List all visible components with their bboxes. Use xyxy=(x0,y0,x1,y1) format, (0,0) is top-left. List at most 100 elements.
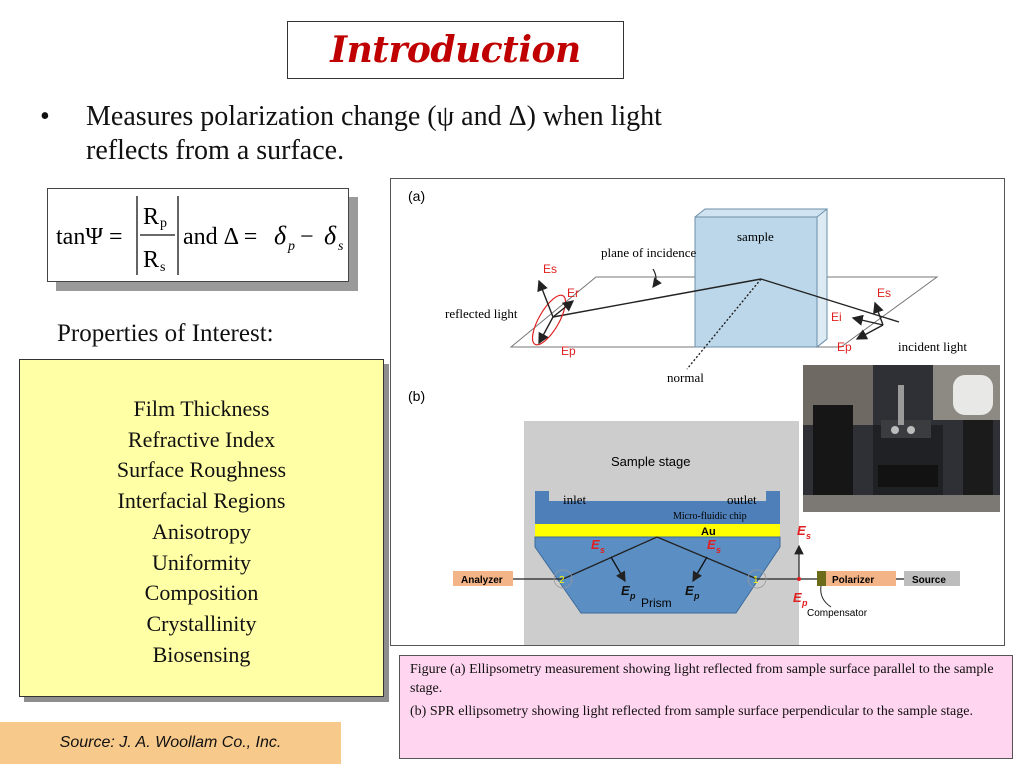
slide-title: Introduction xyxy=(330,29,581,71)
properties-heading: Properties of Interest: xyxy=(57,320,274,347)
polarizer-label: Polarizer xyxy=(832,575,874,586)
property-item: Anisotropy xyxy=(152,518,251,544)
property-item: Film Thickness xyxy=(133,396,270,421)
ep-sub-polarizer: p xyxy=(801,598,808,608)
formula-denominator: R xyxy=(143,247,159,273)
interface-marker-1 xyxy=(747,569,767,589)
source-box: Source: J. A. Woollam Co., Inc. xyxy=(0,722,341,764)
normal-line xyxy=(686,278,762,370)
beam-reflected-in-prism xyxy=(562,536,658,580)
bullet-dot-icon: • xyxy=(40,101,50,132)
es-arrow-right xyxy=(873,301,884,326)
ep-dot-polarizer xyxy=(797,577,801,581)
ep-arrow-prism-left xyxy=(610,556,626,583)
ellipsometer-photo-drawing xyxy=(803,365,1000,512)
figure-diagram: (a) sample plane of incidence reflected … xyxy=(408,188,967,645)
prism-label: Prism xyxy=(641,596,672,610)
compensator-label: Compensator xyxy=(807,608,868,619)
source-text: Source: J. A. Woollam Co., Inc. xyxy=(59,734,282,751)
formula-box: tanΨ = R p R s and Δ = δ p − δ s xyxy=(47,188,349,282)
marker-1-label: 1 xyxy=(753,575,759,586)
es-label-prism-left: E xyxy=(591,537,600,552)
normal-label: normal xyxy=(667,370,704,385)
es-label-left: Es xyxy=(543,262,557,276)
bullet-text: Measures polarization change (ψ and Δ) w… xyxy=(86,101,662,166)
property-item: Crystallinity xyxy=(146,610,257,636)
marker-2-label: 2 xyxy=(559,575,565,586)
source-block xyxy=(904,571,960,586)
properties-list: Film Thickness Refractive Index Surface … xyxy=(20,394,383,670)
formula-delta-p: δ xyxy=(274,221,287,250)
prism-shape xyxy=(534,536,781,614)
panel-b-tag: (b) xyxy=(408,388,425,404)
compensator-block xyxy=(817,571,826,586)
reflected-label: reflected light xyxy=(445,306,518,321)
ep-arrow-left xyxy=(538,316,554,345)
property-item: Surface Roughness xyxy=(116,457,287,483)
sample-label: sample xyxy=(737,229,774,244)
property-item: Interfacial Regions xyxy=(117,488,286,514)
es-label-polarizer: E xyxy=(797,523,806,538)
polarization-ellipse xyxy=(531,294,567,346)
ep-label-left: Ep xyxy=(561,344,576,358)
outlet-label: outlet xyxy=(727,492,757,507)
sample-block xyxy=(694,207,828,349)
property-item: Refractive Index xyxy=(127,426,276,452)
ep-arrow-prism-right xyxy=(692,556,708,583)
compensator-pointer xyxy=(820,585,832,608)
caption-part-a: Figure (a) Ellipsometry measurement show… xyxy=(410,662,994,696)
stage-label: Sample stage xyxy=(611,454,691,469)
ep-label-right: Ep xyxy=(837,340,852,354)
property-item: Composition xyxy=(144,580,259,606)
reflected-beam xyxy=(552,278,762,318)
properties-box: Film Thickness Refractive Index Surface … xyxy=(19,359,384,697)
ei-arrow xyxy=(851,314,884,326)
es-sub-polarizer: s xyxy=(806,531,811,541)
es-sub-prism-right: s xyxy=(716,545,721,555)
es-sub-prism-left: s xyxy=(600,545,605,555)
formula-delta-s: δ xyxy=(324,221,337,250)
ep-label-prism-right: E xyxy=(685,583,694,598)
source-label: Source xyxy=(912,575,946,586)
formula-sub-s: s xyxy=(338,239,344,254)
es-arrow-left xyxy=(537,279,554,318)
incident-beam xyxy=(760,278,900,323)
plane-pointer-arrow xyxy=(652,268,662,288)
formula-numerator-sub: p xyxy=(160,216,167,231)
formula-numerator: R xyxy=(143,204,159,230)
formula-lhs: tanΨ = xyxy=(56,224,123,250)
formula-sub-p: p xyxy=(287,239,295,254)
ei-label: Ei xyxy=(831,310,842,324)
analyzer-label: Analyzer xyxy=(461,575,503,586)
interface-marker-2 xyxy=(553,569,573,589)
analyzer-block xyxy=(453,571,513,586)
er-arrow xyxy=(552,300,575,318)
formula-svg: tanΨ = R p R s and Δ = δ p − δ s xyxy=(56,196,344,275)
ellipsometer-photo xyxy=(803,365,1000,512)
panel-a-tag: (a) xyxy=(408,188,425,204)
property-item: Biosensing xyxy=(152,641,251,667)
polarizer-block xyxy=(826,571,896,586)
ep-arrow-right xyxy=(855,324,884,340)
ep-label-prism-left: E xyxy=(621,583,630,598)
chip-label: Micro-fluidic chip xyxy=(673,511,747,522)
plane-label: plane of incidence xyxy=(601,245,697,260)
caption-part-b: (b) SPR ellipsometry showing light refle… xyxy=(410,704,973,719)
microfluidic-chip xyxy=(535,491,780,524)
property-item: Uniformity xyxy=(152,549,251,575)
incident-label: incident light xyxy=(898,339,967,354)
gold-label: Au xyxy=(701,526,716,538)
es-label-right: Es xyxy=(877,286,891,300)
formula-connector: and Δ = xyxy=(183,224,263,250)
er-label: Er xyxy=(567,286,579,300)
formula-minus: − xyxy=(294,224,320,250)
ep-label-polarizer: E xyxy=(793,590,802,605)
formula-denominator-sub: s xyxy=(160,260,165,275)
ep-sub-prism-left: p xyxy=(629,591,636,601)
title-box: Introduction xyxy=(287,21,624,79)
ep-sub-prism-right: p xyxy=(693,591,700,601)
figure-caption: Figure (a) Ellipsometry measurement show… xyxy=(399,655,1013,759)
gold-layer xyxy=(535,524,780,537)
es-label-prism-right: E xyxy=(707,537,716,552)
inlet-label: inlet xyxy=(563,492,586,507)
